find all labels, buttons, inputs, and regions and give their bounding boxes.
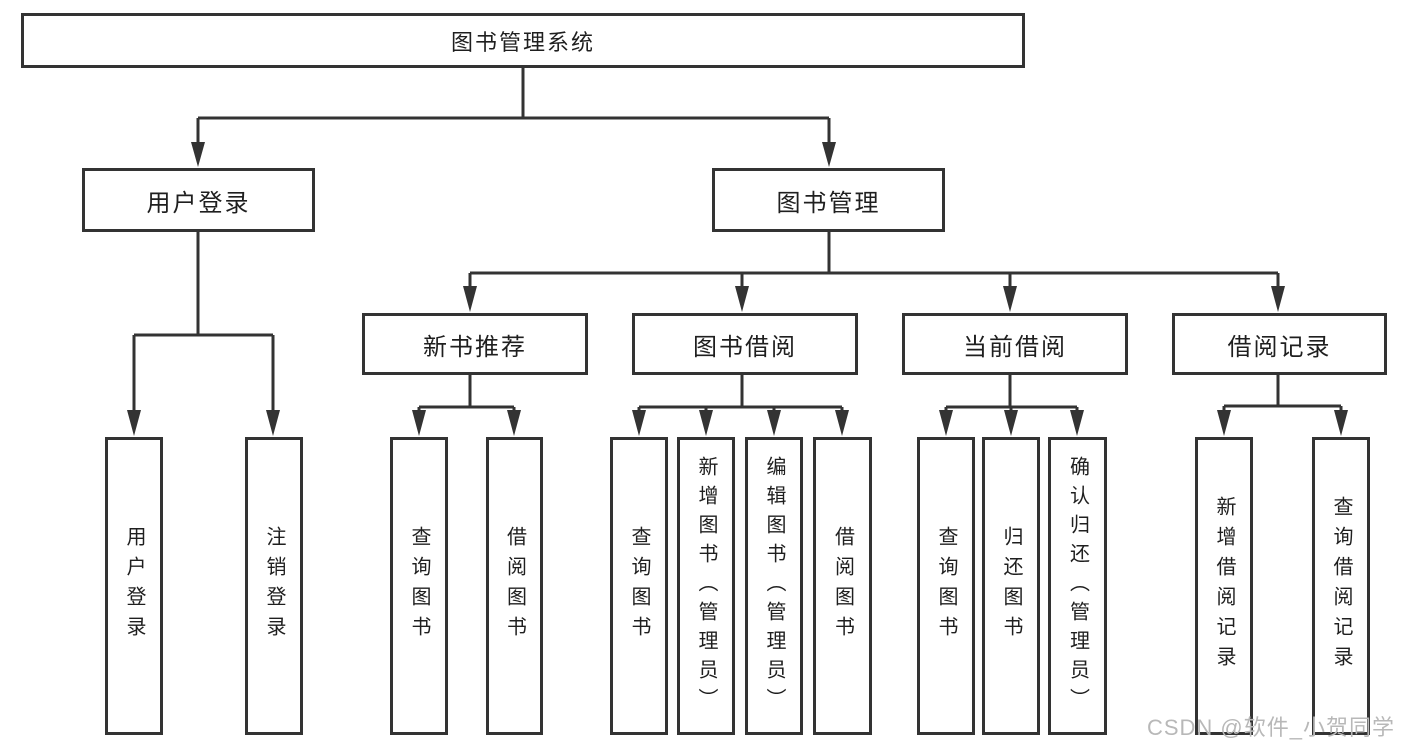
node-user-login-leaf: 用户登录 <box>105 437 163 735</box>
node-book-management: 图书管理 <box>712 168 945 232</box>
node-return-books: 归还图书 <box>982 437 1040 735</box>
node-new-book-recommendation: 新书推荐 <box>362 313 588 375</box>
node-current-borrowing: 当前借阅 <box>902 313 1128 375</box>
node-query-books-borrowing: 查询图书 <box>610 437 668 735</box>
node-query-books-recommend: 查询图书 <box>390 437 448 735</box>
node-add-borrow-record: 新增借阅记录 <box>1195 437 1253 735</box>
node-book-borrowing: 图书借阅 <box>632 313 858 375</box>
node-library-management-system: 图书管理系统 <box>21 13 1025 68</box>
watermark-text: CSDN @软件_小贺同学 <box>1146 715 1395 740</box>
node-confirm-return-admin: 确认归还（管理员） <box>1048 437 1107 735</box>
node-borrow-books-recommend: 借阅图书 <box>486 437 543 735</box>
node-add-books-admin: 新增图书（管理员） <box>677 437 735 735</box>
node-query-books-current: 查询图书 <box>917 437 975 735</box>
node-borrowing-records: 借阅记录 <box>1172 313 1387 375</box>
node-user-login: 用户登录 <box>82 168 315 232</box>
node-edit-books-admin: 编辑图书（管理员） <box>745 437 803 735</box>
node-query-borrow-record: 查询借阅记录 <box>1312 437 1370 735</box>
node-logout-leaf: 注销登录 <box>245 437 303 735</box>
node-borrow-books-borrowing: 借阅图书 <box>813 437 872 735</box>
